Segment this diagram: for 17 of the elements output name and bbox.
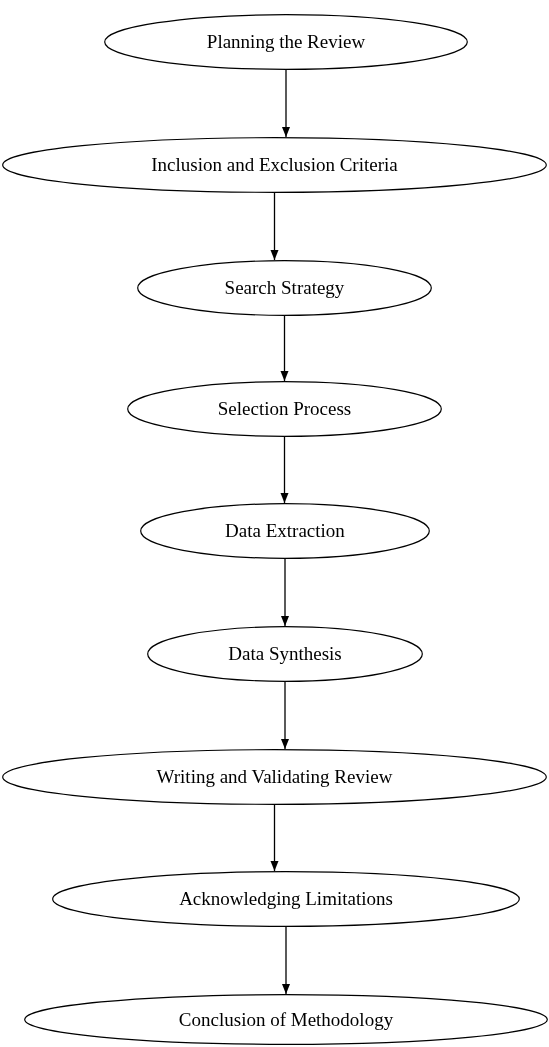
arrow xyxy=(282,69,290,138)
arrow xyxy=(280,315,289,382)
step-label: Inclusion and Exclusion Criteria xyxy=(151,154,398,176)
step-label: Search Strategy xyxy=(224,277,345,299)
arrow xyxy=(280,436,289,504)
arrow xyxy=(281,558,289,627)
step-label: Conclusion of Methodology xyxy=(178,1008,394,1031)
step-label: Selection Process xyxy=(217,398,352,420)
step-label: Acknowledging Limitations xyxy=(179,888,393,910)
arrow xyxy=(270,192,279,261)
arrow xyxy=(282,926,290,995)
arrow xyxy=(281,681,289,750)
step-label: Data Synthesis xyxy=(228,643,342,665)
step-label: Planning the Review xyxy=(206,31,366,53)
arrow xyxy=(270,804,279,872)
step-label: Data Extraction xyxy=(225,520,345,542)
step-label: Writing and Validating Review xyxy=(156,766,393,788)
